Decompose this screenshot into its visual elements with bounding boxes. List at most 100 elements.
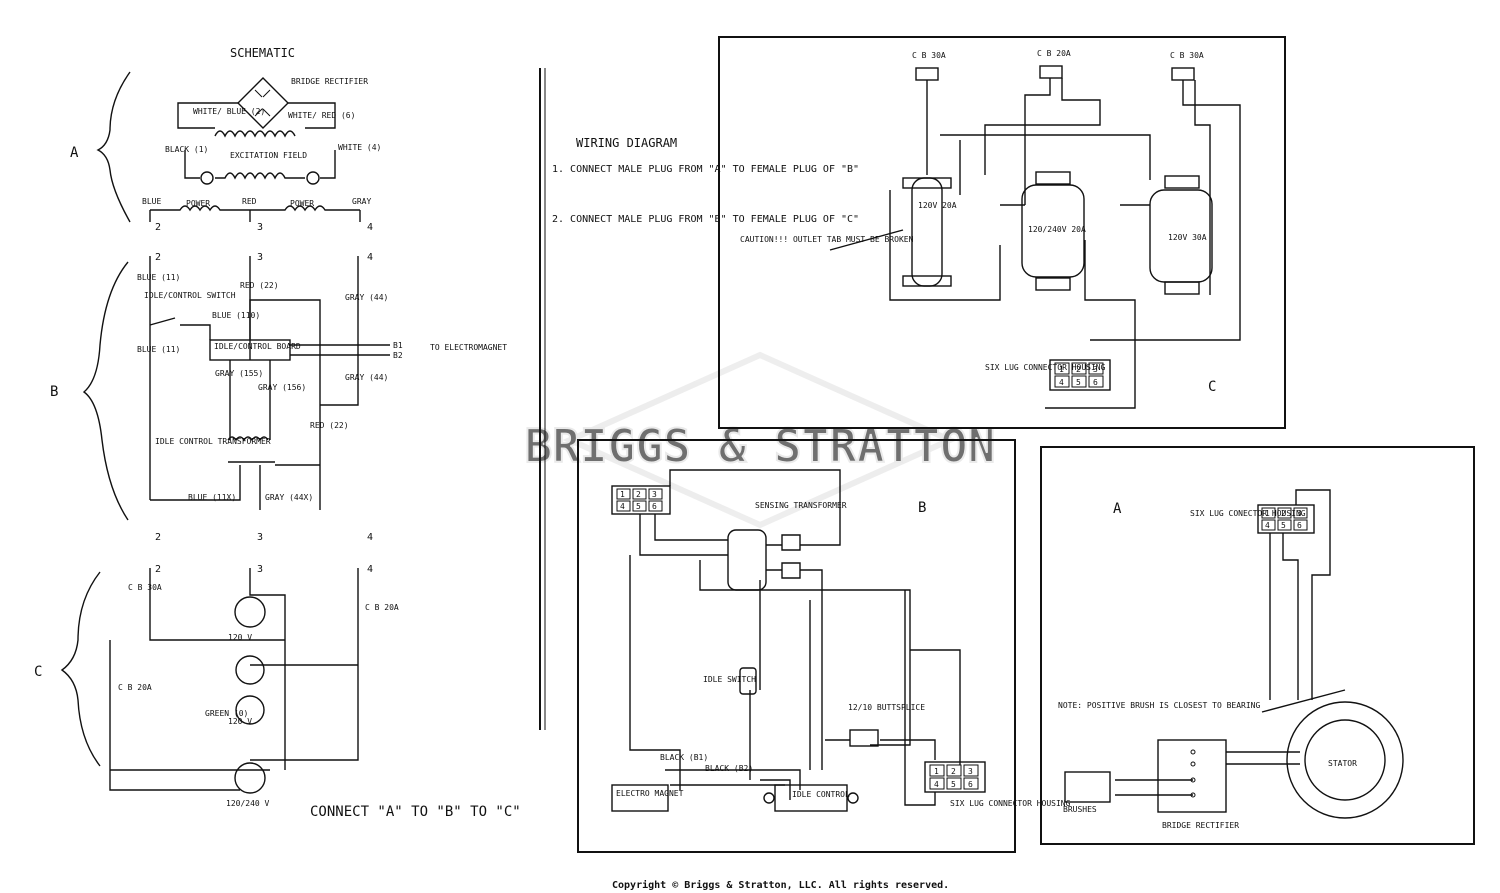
wiring-step-1: 1. CONNECT MALE PLUG FROM "A" TO FEMALE … <box>552 164 859 175</box>
excitation-field-label: EXCITATION FIELD <box>230 151 307 160</box>
wiring-step-2: 2. CONNECT MALE PLUG FROM "B" TO FEMALE … <box>552 214 859 225</box>
r120-240-20-label: 120/240V 20A <box>1028 225 1086 234</box>
blue-11x-label: BLUE (11X) <box>188 493 236 502</box>
lug-b-4: 4 <box>620 502 625 511</box>
lug-c-6: 6 <box>1093 378 1098 387</box>
excitation-coil-bottom <box>215 172 305 180</box>
section-c-wires <box>149 568 359 770</box>
panel-c-wiring <box>926 78 1241 341</box>
term-4-a: 4 <box>367 222 373 233</box>
lug-b-1: 1 <box>620 490 625 499</box>
lug-a-3: 3 <box>1297 509 1302 518</box>
lug-a-5: 5 <box>1281 521 1286 530</box>
black-b1-label: BLACK (B1) <box>660 753 708 762</box>
white-4-label: WHITE (4) <box>338 143 381 152</box>
white-red-6-label: WHITE/ RED (6) <box>288 111 355 120</box>
stator-symbol <box>1286 701 1404 819</box>
receptacle-120v-30a <box>1149 175 1213 295</box>
brushes-label: BRUSHES <box>1063 805 1097 814</box>
six-lug-b-label: SIX LUG CONNECTOR HOUSING <box>950 799 1071 808</box>
gray-44-label: GRAY (44) <box>345 293 388 302</box>
buttsplice-label: 12/10 BUTTSPLICE <box>848 703 925 712</box>
term-4-b2: 4 <box>367 532 373 543</box>
lug-a-2: 2 <box>1281 509 1286 518</box>
v120-240-label: 120/240 V <box>226 799 270 808</box>
red-22-label-2: RED (22) <box>310 421 349 430</box>
lug-b2-4: 4 <box>934 780 939 789</box>
term-3-a: 3 <box>257 222 263 233</box>
field-wires <box>184 150 336 179</box>
power-windings <box>150 205 360 212</box>
receptacle-duplex-bottom <box>235 695 265 725</box>
receptacle-duplex-top <box>235 655 265 685</box>
lug-b-3: 3 <box>652 490 657 499</box>
idle-control-board-label: IDLE/CONTROL BOARD <box>214 342 301 351</box>
brushes-symbol <box>1064 771 1111 803</box>
six-lug-connector-a <box>1257 504 1315 534</box>
blue-110-label: BLUE (110) <box>212 311 260 320</box>
gray-44x-label: GRAY (44X) <box>265 493 313 502</box>
power-label-1: POWER <box>186 199 210 208</box>
brush-left <box>200 171 214 185</box>
panel-c-frame <box>718 36 1286 429</box>
b1-label: B1 <box>393 341 403 350</box>
lug-b2-5: 5 <box>951 780 956 789</box>
white-blue-2-label: WHITE/ BLUE (2) <box>193 107 265 116</box>
bracket-b <box>82 261 129 521</box>
blue-label: BLUE <box>142 197 161 206</box>
r120-20-label: 120V 20A <box>918 201 957 210</box>
section-c-label: C <box>34 664 42 680</box>
electromagnet-label: ELECTRO MAGNET <box>616 789 684 798</box>
red-label: RED <box>242 197 257 206</box>
blue-11-label-b: BLUE (11) <box>137 273 180 282</box>
lug-b-5: 5 <box>636 502 641 511</box>
v120-label: 120 V <box>228 633 252 642</box>
blue-11-label-b2: BLUE (11) <box>137 345 180 354</box>
lug-c-4: 4 <box>1059 378 1064 387</box>
term-3-b: 3 <box>257 252 263 263</box>
lug-b-6: 6 <box>652 502 657 511</box>
six-lug-connector-b-bottom <box>924 761 986 793</box>
gray-label: GRAY <box>352 197 371 206</box>
gray-44-label-2: GRAY (44) <box>345 373 388 382</box>
panel-a-label: A <box>1113 501 1122 517</box>
receptacle-120v-30a <box>234 596 266 628</box>
bracket-a <box>96 71 131 223</box>
sensing-transformer <box>727 529 801 591</box>
bridge-rectifier-label: BRIDGE RECTIFIER <box>291 77 368 86</box>
six-lug-connector-c <box>1049 359 1111 391</box>
transformer-wires <box>150 464 320 510</box>
connect-abc-label: CONNECT "A" TO "B" TO "C" <box>310 804 521 820</box>
electromagnet-wires <box>665 769 801 790</box>
breaker-cb-20a <box>1039 65 1063 79</box>
cb20-label: C B 20A <box>1037 49 1071 58</box>
lug-b2-2: 2 <box>951 767 956 776</box>
switch-symbol <box>149 317 176 326</box>
black-b2-label: BLACK (B2) <box>705 764 753 773</box>
six-lug-c-label: SIX LUG CONNECTOR HOUSING <box>985 363 1106 372</box>
sensing-transformer-label: SENSING TRANSFORMER <box>755 501 847 510</box>
lug-c-3: 3 <box>1093 365 1098 374</box>
gray-155-label: GRAY (155) <box>215 369 263 378</box>
idle-control-transformer-label: IDLE CONTROL TRANSFORMER <box>155 437 271 446</box>
term-3-b2: 3 <box>257 532 263 543</box>
caution-label: CAUTION!!! OUTLET TAB MUST BE BROKEN <box>740 235 914 244</box>
panel-a-frame <box>1040 446 1475 845</box>
bridge-rectifier-a-label: BRIDGE RECTIFIER <box>1162 821 1239 830</box>
term-3-c: 3 <box>257 564 263 575</box>
receptacle-120v-20a <box>902 177 952 287</box>
winding-taps <box>149 210 361 222</box>
lug-c-5: 5 <box>1076 378 1081 387</box>
idle-switch-label: IDLE SWITCH <box>703 675 756 684</box>
receptacle-120-240v-20a <box>1021 171 1085 291</box>
bridge-rectifier-symbol <box>237 77 289 129</box>
electromagnet-box <box>611 784 669 812</box>
cb30-label-right: C B 30A <box>1170 51 1204 60</box>
term-4-c: 4 <box>367 564 373 575</box>
lug-b-2: 2 <box>636 490 641 499</box>
panel-b-label: B <box>918 500 926 516</box>
v120-label-b: 120 V <box>228 717 252 726</box>
schematic-title: SCHEMATIC <box>230 46 295 60</box>
term-2-b: 2 <box>155 252 161 263</box>
term-2-c: 2 <box>155 564 161 575</box>
